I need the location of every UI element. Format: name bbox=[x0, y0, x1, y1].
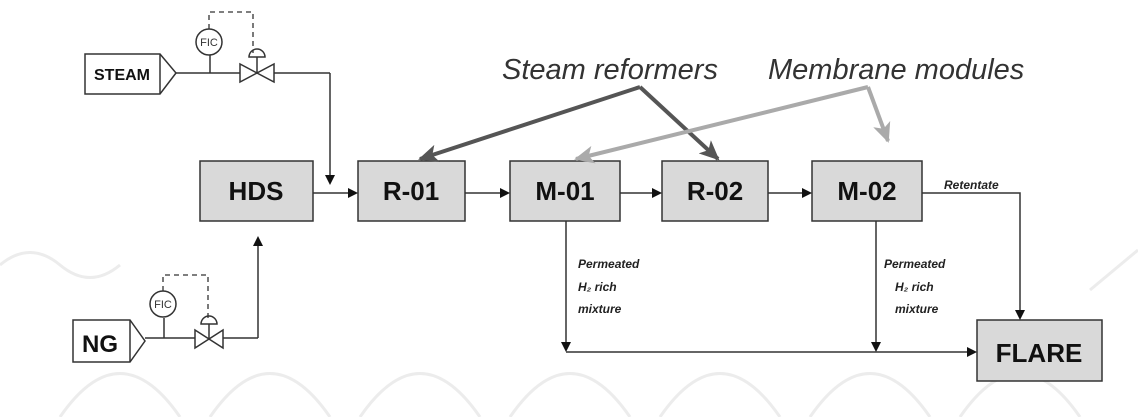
m02-permeate-label-line2: H₂ rich bbox=[895, 280, 934, 294]
steam-reformers-arrow-to-r01 bbox=[418, 85, 641, 162]
membrane-modules-callout: Membrane modules bbox=[768, 54, 1024, 86]
ng-control-signal bbox=[162, 274, 209, 320]
membrane-modules-arrow-to-m02 bbox=[866, 86, 891, 143]
r02-label: R-02 bbox=[687, 176, 743, 206]
ng-control-valve-icon bbox=[194, 315, 224, 350]
hds-unit: HDS bbox=[199, 160, 314, 222]
m01-unit: M-01 bbox=[509, 160, 621, 222]
r01-label: R-01 bbox=[383, 176, 439, 206]
steam-feed-label: STEAM bbox=[94, 67, 150, 84]
hds-label: HDS bbox=[229, 176, 284, 206]
m02-permeate-label-line3: mixture bbox=[895, 302, 939, 316]
flare-label: FLARE bbox=[996, 338, 1083, 368]
flare-unit: FLARE bbox=[976, 319, 1103, 382]
steam-reformers-arrow-to-r02 bbox=[638, 85, 720, 161]
steam-fic-label: FIC bbox=[200, 37, 218, 49]
m02-label: M-02 bbox=[837, 176, 896, 206]
m01-permeate-label-line3: mixture bbox=[578, 302, 622, 316]
r02-unit: R-02 bbox=[661, 160, 769, 222]
background-watermark bbox=[0, 248, 1138, 417]
steam-feed: STEAM bbox=[84, 53, 177, 95]
steam-control-signal bbox=[208, 11, 254, 53]
m01-permeate-label-line2: H₂ rich bbox=[578, 280, 617, 294]
ng-feed: NG bbox=[72, 319, 146, 363]
steam-control-valve-icon bbox=[239, 48, 275, 84]
ng-feed-label: NG bbox=[82, 331, 118, 358]
m01-label: M-01 bbox=[535, 176, 594, 206]
ng-fic-label: FIC bbox=[154, 299, 172, 311]
retentate-stream bbox=[922, 192, 1025, 320]
m02-permeate-label-line1: Permeated bbox=[884, 257, 946, 271]
m01-permeate-label-line1: Permeated bbox=[578, 257, 640, 271]
retentate-label: Retentate bbox=[944, 178, 999, 192]
m02-unit: M-02 bbox=[811, 160, 923, 222]
r01-unit: R-01 bbox=[357, 160, 466, 222]
steam-reformers-callout: Steam reformers bbox=[502, 54, 718, 86]
membrane-modules-arrow-to-m01 bbox=[574, 85, 869, 164]
